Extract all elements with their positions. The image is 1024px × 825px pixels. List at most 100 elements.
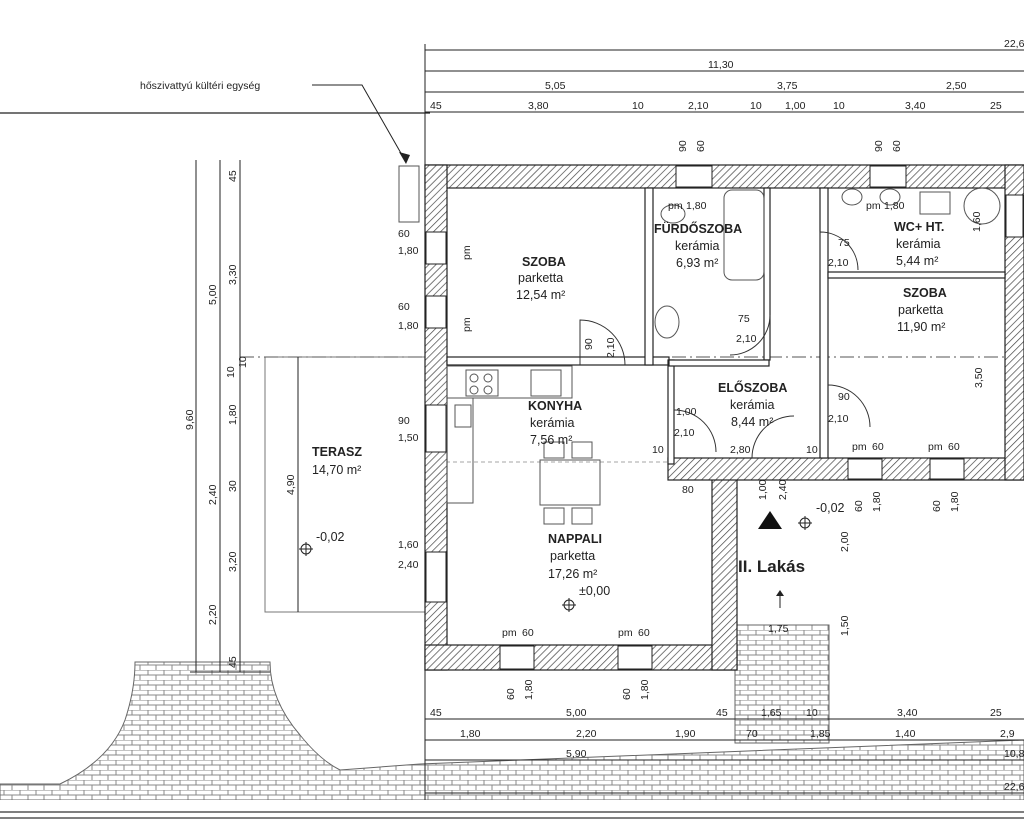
dim-top-row4-0: 45	[430, 100, 442, 112]
lbl-150: 1,50	[839, 615, 851, 636]
room-name: WC+ HT.	[894, 220, 944, 234]
dim-top-row4-5: 1,00	[785, 100, 806, 112]
lbl-80: 80	[682, 484, 694, 496]
dim-left-b3: 1,80	[227, 404, 239, 425]
dims-left	[190, 160, 299, 673]
bath-fixtures	[398, 165, 1001, 339]
room-name: NAPPALI	[548, 532, 602, 546]
dim-top-total: 22,6	[1004, 38, 1024, 50]
dim-left-b2: 10	[237, 356, 249, 368]
door-szoba-210: 2,10	[605, 337, 617, 358]
room-area: 8,44 m²	[731, 415, 773, 429]
win3-h: 1,50	[398, 432, 419, 444]
lbl-350: 3,50	[973, 367, 985, 388]
win4-h: 2,40	[398, 559, 419, 571]
dim-bottom-r1-2: 45	[716, 707, 728, 719]
entry-arrow-head	[776, 590, 784, 596]
room-eloszoba: ELŐSZOBA kerámia 8,44 m²	[718, 380, 787, 429]
door-szoba2-210: 2,10	[828, 413, 849, 425]
pm-label-3: pm	[502, 627, 517, 639]
lbl-10-b: 10	[806, 444, 818, 456]
room-wc: WC+ HT. kerámia 5,44 m²	[894, 220, 944, 268]
door-szoba-90: 90	[583, 338, 595, 350]
lbl-d60-bot1: 60	[505, 688, 517, 700]
dim-bottom-r2-1: 2,20	[576, 728, 597, 740]
lbl-d90-top1: 90	[677, 140, 689, 152]
room-material: kerámia	[675, 239, 720, 253]
room-material: parketta	[898, 303, 943, 317]
room-area: 5,44 m²	[896, 254, 938, 268]
dim-bottom-r3-1: 10,8	[1004, 748, 1024, 760]
pm-label-2: pm	[461, 317, 473, 332]
dim-top-row3-a: 5,05	[545, 80, 566, 92]
pm-val-8: 60	[948, 441, 960, 453]
dim-bottom-r3-0: 5,90	[566, 748, 587, 760]
dim-top-row4-8: 25	[990, 100, 1002, 112]
dim-left-b4: 30	[227, 480, 239, 492]
dims-bottom	[424, 670, 1024, 800]
door-furdo-210: 2,10	[736, 333, 757, 345]
lbl-d90-top2: 90	[873, 140, 885, 152]
level-value: ±0,00	[579, 584, 610, 598]
pm-label-7: pm	[852, 441, 867, 453]
win3-w: 90	[398, 415, 410, 427]
win2-h: 1,80	[398, 320, 419, 332]
walls	[424, 164, 1024, 671]
dim-bottom-r1-6: 25	[990, 707, 1002, 719]
win2-w: 60	[398, 301, 410, 313]
room-furdoszoba: FÜRDŐSZOBA kerámia 6,93 m²	[654, 221, 742, 270]
dim-top-row4-2: 10	[632, 100, 644, 112]
room-area: 14,70 m²	[312, 463, 361, 477]
door-szoba2-90: 90	[838, 391, 850, 403]
room-material: parketta	[518, 271, 563, 285]
room-nappali: NAPPALI parketta 17,26 m²	[548, 532, 602, 581]
dim-left-c0: 2,40	[207, 484, 219, 505]
lbl-d180-bot2: 1,80	[639, 679, 651, 700]
dim-top-row2: 11,30	[708, 59, 734, 71]
lbl-100-entry: 1,00	[757, 479, 769, 500]
pm-label-6: pm	[866, 200, 881, 212]
paving	[0, 624, 1024, 825]
lbl-240-entry: 2,40	[777, 479, 789, 500]
door-entry-280: 2,80	[730, 444, 751, 456]
room-material: parketta	[550, 549, 595, 563]
room-area: 12,54 m²	[516, 288, 565, 302]
level-value: -0,02	[316, 530, 345, 544]
annotation: hőszivattyú kültéri egység	[140, 80, 410, 164]
lbl-d60-bot4: 60	[931, 500, 943, 512]
dim-top-row3-b: 3,75	[777, 80, 798, 92]
pm-label-4: pm	[618, 627, 633, 639]
pm-label-1: pm	[461, 245, 473, 260]
room-name: FÜRDŐSZOBA	[654, 221, 742, 236]
dim-bottom-r1-1: 5,00	[566, 707, 587, 719]
unit-label: II. Lakás	[738, 557, 805, 576]
terrace	[240, 356, 1024, 613]
dim-left-a0: 5,00	[207, 284, 219, 305]
lbl-d180-bot3: 1,80	[871, 491, 883, 512]
dim-top-row4-7: 3,40	[905, 100, 926, 112]
door-konyha-210: 2,10	[674, 427, 695, 439]
pm-val-3: 60	[522, 627, 534, 639]
dim-left-b6: 45	[227, 656, 239, 668]
room-area: 7,56 m²	[530, 433, 572, 447]
dim-left-a1: 10	[225, 366, 237, 378]
door-konyha-100: 1,00	[676, 406, 697, 418]
win1-w: 60	[398, 228, 410, 240]
dim-top-row3-c: 2,50	[946, 80, 967, 92]
dim-left-b5: 3,20	[227, 551, 239, 572]
dim-left-a2: 4,90	[285, 474, 297, 495]
dims-top	[424, 44, 1024, 165]
lbl-d60-bot3: 60	[853, 500, 865, 512]
dim-bottom-r4: 22,6	[1004, 781, 1024, 793]
dim-top-row4-4: 10	[750, 100, 762, 112]
room-szoba-1: SZOBA parketta 12,54 m²	[516, 255, 566, 302]
lbl-d60-top1: 60	[695, 140, 707, 152]
heat-pump-label: hőszivattyú kültéri egység	[140, 80, 260, 92]
dim-left-b0: 45	[227, 170, 239, 182]
room-name: TERASZ	[312, 445, 362, 459]
dim-bottom-r2-6: 2,9	[1000, 728, 1015, 740]
pm-label-5: pm	[668, 200, 683, 212]
dim-bottom-r2-3: 70	[746, 728, 758, 740]
level-marker-entry: -0,02	[758, 501, 845, 530]
